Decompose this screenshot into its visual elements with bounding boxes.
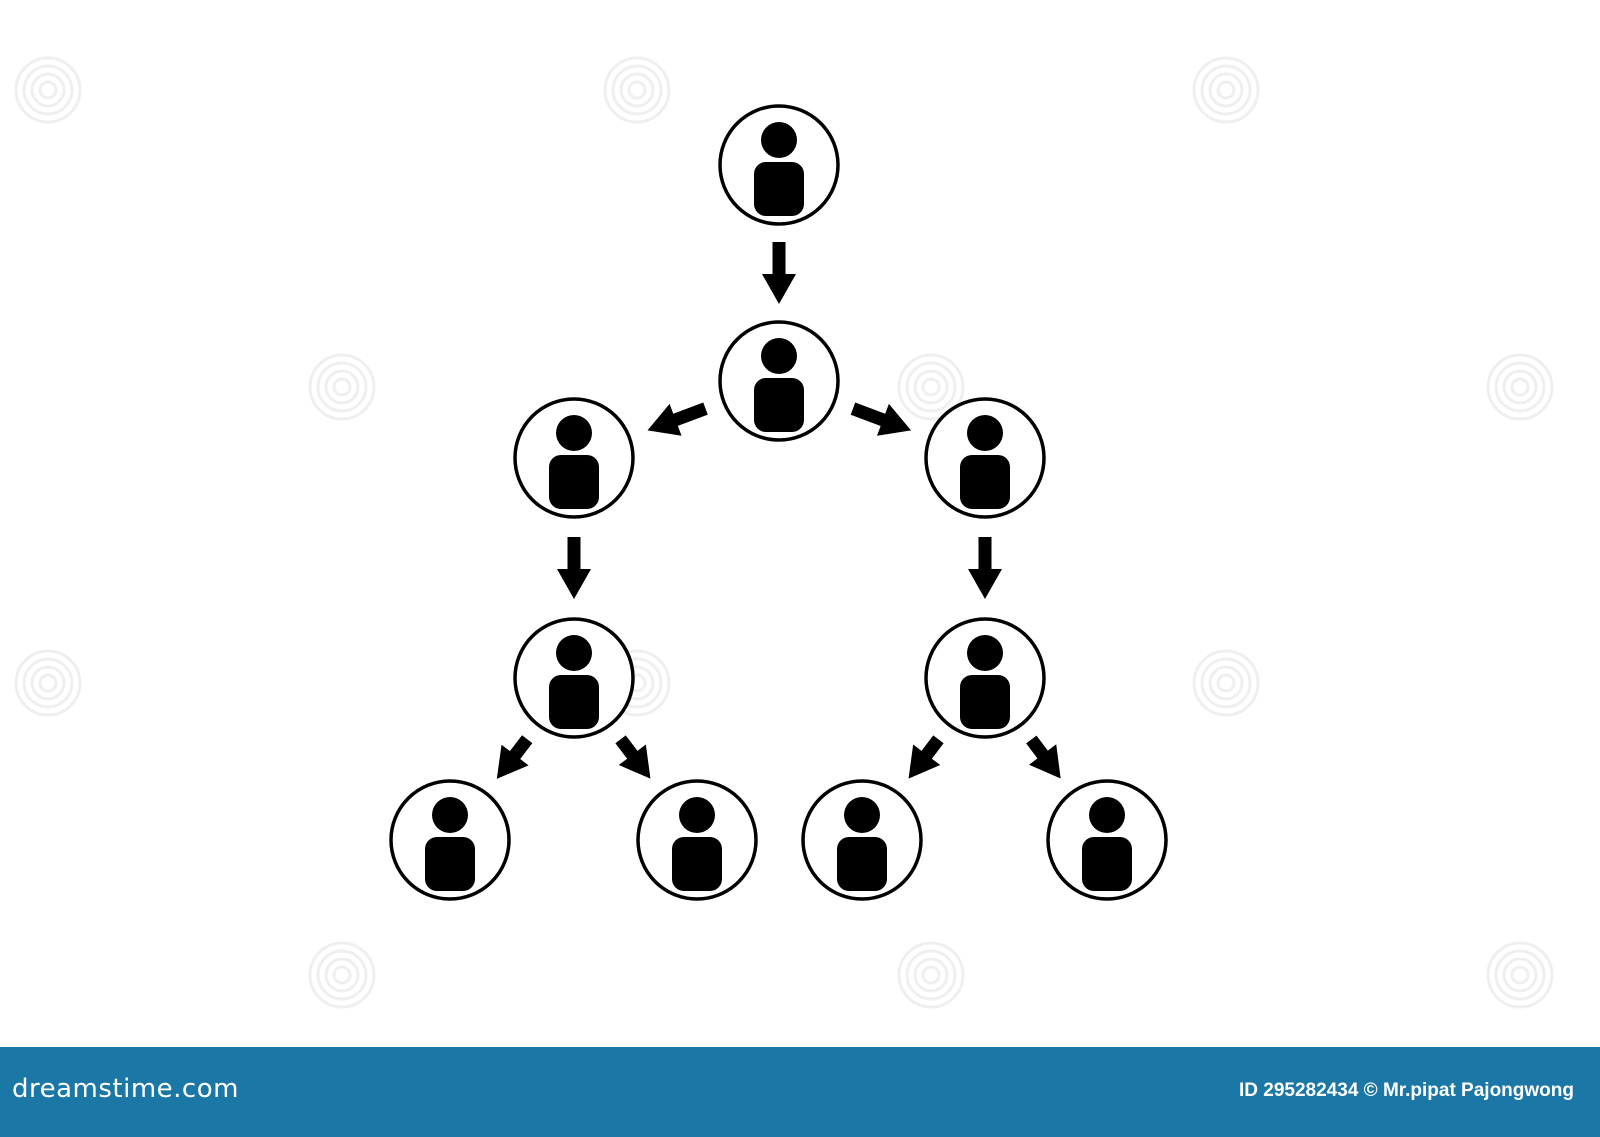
person-icon <box>754 338 804 432</box>
flow-arrow <box>557 537 591 599</box>
nodes-layer <box>389 104 1168 901</box>
flow-arrow <box>908 735 944 779</box>
spiral-logo-icon <box>1486 353 1554 421</box>
flow-arrow <box>968 537 1002 599</box>
person-node <box>718 104 840 226</box>
person-node <box>1046 779 1168 901</box>
person-icon <box>1082 797 1132 891</box>
person-node <box>513 397 635 519</box>
person-icon <box>837 797 887 891</box>
edges-layer <box>496 242 1061 779</box>
spiral-logo-icon <box>1192 649 1260 717</box>
flow-arrow <box>615 735 651 779</box>
person-node <box>924 397 1046 519</box>
flow-arrow <box>762 242 796 304</box>
brand-wordmark[interactable]: dreamstime.com <box>12 1074 239 1104</box>
footer-bar: dreamstime.com ID 295282434 © Mr.pipat P… <box>0 1047 1600 1137</box>
person-node <box>389 779 511 901</box>
person-node <box>513 617 635 739</box>
spiral-logo-icon <box>1486 941 1554 1009</box>
spiral-logo-icon <box>308 941 376 1009</box>
spiral-logo-icon <box>897 353 965 421</box>
spiral-logo-icon <box>1192 56 1260 124</box>
person-icon <box>754 122 804 216</box>
spiral-logo-icon <box>897 941 965 1009</box>
network-diagram <box>14 56 1554 1009</box>
flow-arrow <box>850 402 912 436</box>
spiral-logo-icon <box>603 56 671 124</box>
person-icon <box>960 415 1010 509</box>
person-node <box>636 779 758 901</box>
person-icon <box>960 635 1010 729</box>
person-icon <box>425 797 475 891</box>
image-credit: ID 295282434 © Mr.pipat Pajongwong <box>1239 1080 1574 1101</box>
spiral-logo-icon <box>14 56 82 124</box>
person-icon <box>549 635 599 729</box>
person-icon <box>549 415 599 509</box>
person-icon <box>672 797 722 891</box>
person-node <box>924 617 1046 739</box>
flow-arrow <box>496 735 533 779</box>
flow-arrow <box>647 402 708 436</box>
person-node <box>801 779 923 901</box>
spiral-logo-icon <box>308 353 376 421</box>
spiral-logo-icon <box>14 649 82 717</box>
person-node <box>718 320 840 442</box>
flow-arrow <box>1026 735 1061 779</box>
